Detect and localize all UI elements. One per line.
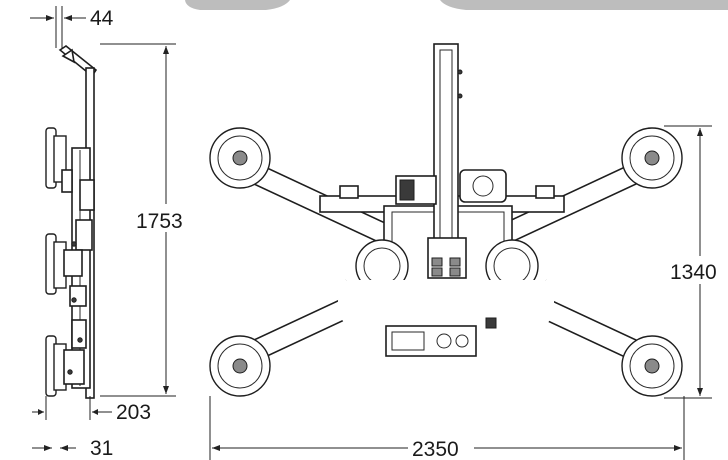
dim-side-depth: 203 bbox=[116, 401, 151, 424]
top-tabs bbox=[185, 0, 728, 10]
side-dimensions: 44 1753 203 31 bbox=[30, 6, 198, 460]
dim-side-top-offset: 44 bbox=[90, 7, 114, 30]
dim-front-height: 1340 bbox=[670, 261, 717, 284]
pad-bottom-left bbox=[209, 335, 271, 397]
side-view bbox=[45, 45, 98, 399]
pad-top-right bbox=[621, 127, 683, 189]
dim-front-width: 2350 bbox=[412, 438, 459, 460]
front-view bbox=[209, 43, 683, 397]
dim-side-small: 31 bbox=[90, 437, 113, 460]
front-dimensions: 1340 2350 bbox=[209, 125, 726, 460]
pad-top-left bbox=[209, 127, 271, 189]
dim-height: 1753 bbox=[136, 210, 183, 233]
pad-bottom-right bbox=[621, 335, 683, 397]
